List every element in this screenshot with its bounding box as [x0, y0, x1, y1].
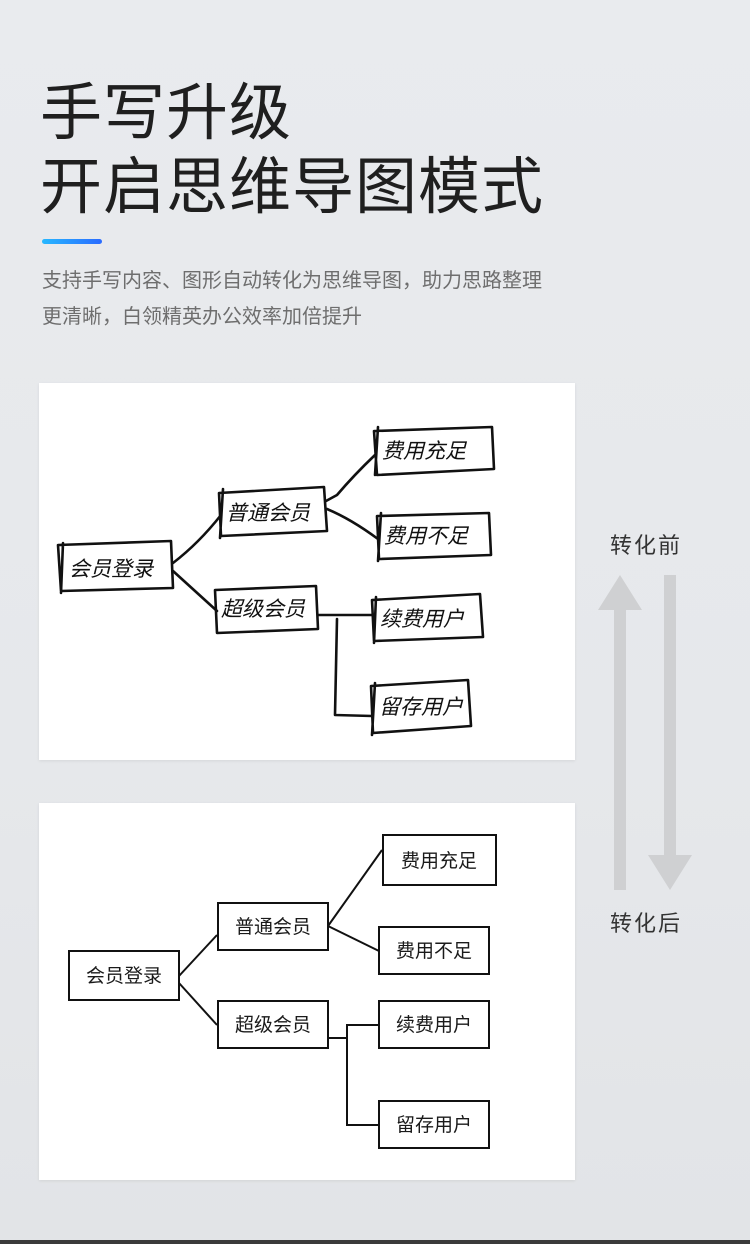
hand-label-insufficient: 费用不足: [384, 524, 470, 548]
node-label-regular: 普通会员: [235, 916, 311, 938]
connector-super-renew: [328, 1024, 379, 1039]
hand-label-renew: 续费用户: [380, 607, 465, 631]
node-box-renew: [378, 1000, 490, 1049]
connector-root-super: [178, 982, 218, 1026]
hand-box-super: [213, 584, 320, 635]
hand-label-root: 会员登录: [69, 557, 155, 581]
hand-connector-super-retain: [333, 617, 374, 718]
connector-regular-insufficient: [327, 925, 380, 952]
subtitle-line-1: 支持手写内容、图形自动转化为思维导图，助力思路整理: [42, 268, 542, 292]
hand-box-regular: [217, 485, 329, 540]
node-label-root: 会员登录: [86, 965, 162, 987]
node-label-insufficient: 费用不足: [396, 940, 472, 962]
after-label: 转化后: [610, 912, 683, 937]
headline: 手写升级 开启思维导图模式: [40, 76, 544, 224]
node-box-insufficient: [378, 926, 490, 975]
subtitle: 支持手写内容、图形自动转化为思维导图，助力思路整理 更清晰，白领精英办公效率加倍…: [42, 262, 682, 334]
hand-label-retain: 留存用户: [379, 695, 464, 719]
before-label: 转化前: [610, 534, 683, 559]
node-box-retain: [378, 1100, 490, 1149]
node-box-regular: [217, 902, 329, 951]
connector-super-retain: [346, 1038, 379, 1126]
node-box-super: [217, 1000, 329, 1049]
hand-label-sufficient: 费用充足: [382, 439, 468, 463]
hand-box-retain: [369, 678, 473, 737]
conversion-arrows: [598, 575, 692, 890]
down-arrow-icon: [648, 575, 692, 890]
node-box-sufficient: [382, 834, 497, 886]
node-label-super: 超级会员: [235, 1014, 311, 1036]
hand-label-regular: 普通会员: [226, 501, 311, 525]
hand-label-super: 超级会员: [221, 597, 306, 621]
connector-regular-sufficient: [327, 849, 383, 927]
up-arrow-icon: [598, 575, 642, 890]
node-label-sufficient: 费用充足: [401, 850, 477, 872]
hand-connector-regular-insufficient: [325, 507, 380, 541]
hand-box-sufficient: [372, 425, 496, 477]
hand-box-renew: [370, 592, 485, 645]
hand-connector-root-super: [171, 569, 219, 613]
hand-box-root: [56, 539, 175, 595]
subtitle-line-2: 更清晰，白领精英办公效率加倍提升: [42, 304, 362, 328]
accent-bar: [42, 239, 102, 244]
node-label-retain: 留存用户: [396, 1114, 472, 1136]
handwritten-mindmap: 会员登录 普通会员 超级会员 费用充足 费用不足 续费用户 留存用户: [56, 425, 496, 737]
node-box-root: [68, 950, 180, 1001]
hand-box-insufficient: [375, 511, 493, 563]
clean-mindmap-card: 会员登录 普通会员 超级会员 费用充足 费用不足 续费用户 留存用户: [39, 803, 575, 1180]
connector-root-regular: [178, 934, 218, 977]
handwritten-mindmap-card: 会员登录 普通会员 超级会员 费用充足 费用不足 续费用户 留存用户: [39, 383, 575, 760]
clean-mindmap: 会员登录 普通会员 超级会员 费用充足 费用不足 续费用户 留存用户: [68, 834, 497, 1149]
bottom-divider: [0, 1240, 750, 1244]
headline-line-1: 手写升级: [40, 76, 293, 149]
node-label-renew: 续费用户: [396, 1014, 472, 1036]
headline-line-2: 开启思维导图模式: [40, 150, 545, 223]
hand-connector-root-regular: [171, 513, 223, 565]
hand-connector-regular-sufficient: [324, 453, 377, 503]
